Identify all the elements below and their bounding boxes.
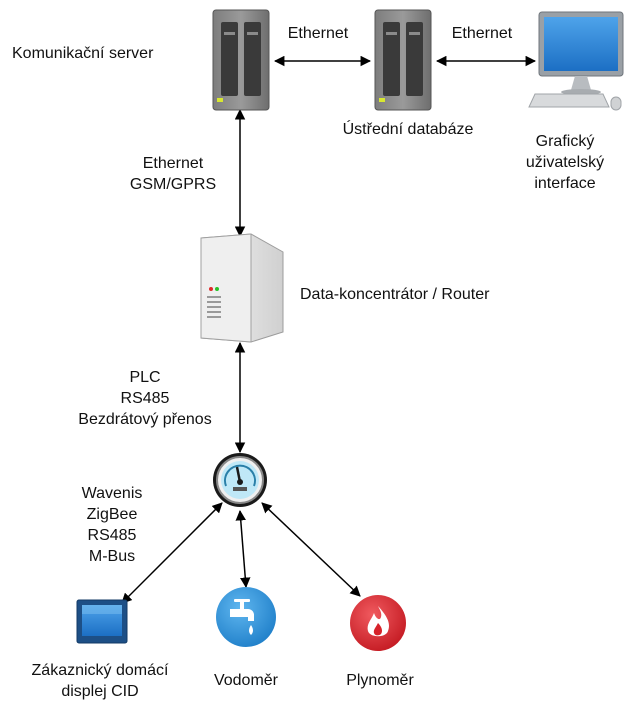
link-label-meter-devices: Wavenis ZigBee RS485 M-Bus — [72, 483, 152, 567]
link-label-line: RS485 — [120, 390, 170, 407]
cid-label-line: displej CID — [61, 683, 139, 700]
concentrator-label: Data-koncentrátor / Router — [300, 286, 490, 303]
gui-label-line: uživatelský — [525, 154, 605, 171]
link-label-line: ZigBee — [86, 506, 138, 523]
link-label-line: PLC — [129, 369, 161, 386]
server-tower-icon — [212, 9, 270, 111]
water-tap-icon — [216, 587, 276, 647]
database-label: Ústřední databáze — [342, 121, 474, 138]
water-label: Vodoměr — [213, 672, 279, 689]
gui-label-line: interface — [534, 175, 596, 192]
link-label-line: M-Bus — [88, 548, 136, 565]
link-label-database-gui: Ethernet — [451, 25, 513, 42]
link-meter-cid — [121, 502, 223, 604]
connections — [121, 55, 537, 604]
gas-label: Plynoměr — [346, 672, 414, 689]
link-label-server-concentrator: Ethernet GSM/GPRS — [108, 153, 238, 195]
gauge-meter-icon — [213, 453, 267, 507]
link-label-server-database: Ethernet — [287, 25, 349, 42]
cid-label: Zákaznický domácí displej CID — [0, 660, 200, 702]
link-label-line: Bezdrátový přenos — [78, 411, 212, 428]
gui-label-line: Grafický — [535, 133, 595, 150]
link-meter-gas — [261, 502, 361, 597]
desktop-monitor-icon — [528, 11, 624, 111]
gas-flame-icon — [350, 595, 406, 651]
link-label-line: Ethernet — [142, 155, 204, 172]
link-label-line: RS485 — [87, 527, 137, 544]
display-screen-icon — [76, 599, 128, 644]
cid-label-line: Zákaznický domácí — [31, 662, 169, 679]
router-box-icon — [200, 233, 284, 343]
link-label-line: Wavenis — [81, 485, 143, 502]
gui-label: Grafický uživatelský interface — [510, 131, 620, 194]
link-label-concentrator-meter: PLC RS485 Bezdrátový přenos — [55, 367, 235, 430]
server-tower-icon — [374, 9, 432, 111]
server-label: Komunikační server — [12, 45, 154, 62]
link-meter-water — [235, 509, 251, 589]
link-label-line: GSM/GPRS — [129, 176, 217, 193]
